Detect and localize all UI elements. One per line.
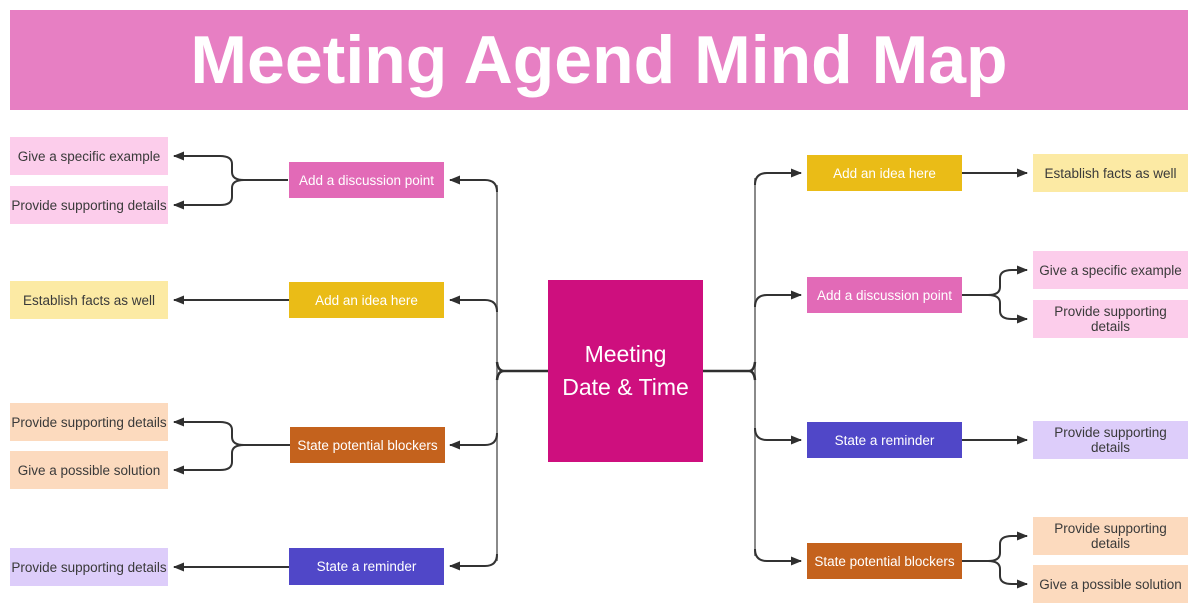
right-leaf-2-2[interactable]: Provide supporting details [1033, 300, 1188, 338]
connector-right-4-child-2 [962, 560, 1028, 589]
center-right-nub [748, 361, 757, 381]
right-branch-1-node[interactable]: Add an idea here [807, 155, 962, 191]
right-leaf-3-1[interactable]: Provide supporting details [1033, 421, 1188, 459]
connector-right-2-child-2 [962, 294, 1028, 324]
left-leaf-2-1[interactable]: Establish facts as well [10, 281, 168, 319]
connector-right-branch-3 [754, 427, 802, 445]
center-left-nub [495, 361, 505, 381]
left-leaf-4-1[interactable]: Provide supporting details [10, 548, 168, 586]
center-node[interactable]: Meeting Date & Time [548, 280, 703, 462]
left-leaf-1-2[interactable]: Provide supporting details [10, 186, 168, 224]
connector-left-branch-4 [449, 553, 498, 571]
right-branch-3-node[interactable]: State a reminder [807, 422, 962, 458]
connector-left-branch-3 [449, 432, 498, 450]
title-banner[interactable]: Meeting Agend Mind Map [10, 10, 1188, 110]
connector-right-branch-2 [754, 290, 802, 308]
left-branch-2-node[interactable]: Add an idea here [289, 282, 444, 318]
left-leaf-1-1[interactable]: Give a specific example [10, 137, 168, 175]
connector-left-branch-1 [449, 175, 498, 193]
left-leaf-3-2[interactable]: Give a possible solution [10, 451, 168, 489]
connector-left-1-child-2 [173, 179, 288, 210]
center-node-label-line2: Date & Time [562, 374, 689, 400]
connector-left-3-child-1 [173, 417, 290, 446]
connector-right-branch-4 [754, 548, 802, 566]
connector-right-2-child-1 [962, 265, 1028, 296]
right-leaf-1-1[interactable]: Establish facts as well [1033, 154, 1188, 192]
left-leaf-3-1[interactable]: Provide supporting details [10, 403, 168, 441]
left-branch-4-node[interactable]: State a reminder [289, 548, 444, 585]
connector-right-4-child-1 [962, 531, 1028, 562]
connector-left-1-child-1 [173, 151, 288, 181]
left-branch-1-node[interactable]: Add a discussion point [289, 162, 444, 198]
page-title: Meeting Agend Mind Map [190, 22, 1008, 98]
center-node-label-line1: Meeting [584, 341, 667, 367]
right-branch-4-node[interactable]: State potential blockers [807, 543, 962, 579]
left-branch-3-node[interactable]: State potential blockers [290, 427, 445, 463]
connector-left-3-child-2 [173, 444, 290, 475]
connector-left-branch-2 [449, 295, 498, 313]
right-leaf-4-2[interactable]: Give a possible solution [1033, 565, 1188, 603]
right-leaf-4-1[interactable]: Provide supporting details [1033, 517, 1188, 555]
connector-right-branch-1 [754, 168, 802, 186]
right-leaf-2-1[interactable]: Give a specific example [1033, 251, 1188, 289]
right-branch-2-node[interactable]: Add a discussion point [807, 277, 962, 313]
